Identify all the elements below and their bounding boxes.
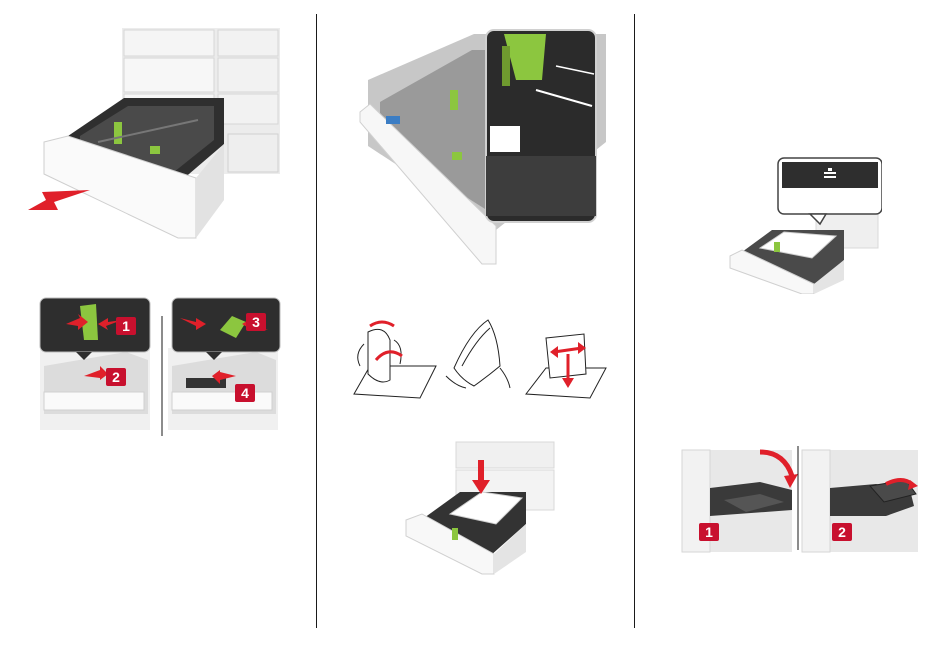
column-divider-right	[634, 14, 635, 628]
load-paper-illustration	[402, 440, 558, 576]
step-badge-4: 4	[235, 384, 255, 402]
step-badge-1: 1	[116, 317, 136, 335]
pull-out-tray-illustration	[28, 24, 298, 250]
max-fill-indicator-illustration	[726, 152, 882, 294]
flex-fan-paper-illustration	[350, 316, 610, 402]
paper-size-indicator-illustration	[356, 26, 612, 270]
adjust-guides-illustration	[36, 296, 308, 436]
mp-step-badge-1: 1	[699, 523, 719, 541]
column-divider-left	[316, 14, 317, 628]
step-badge-2: 2	[106, 368, 126, 386]
mp-step-badge-2: 2	[832, 523, 852, 541]
step-badge-3: 3	[246, 313, 266, 331]
